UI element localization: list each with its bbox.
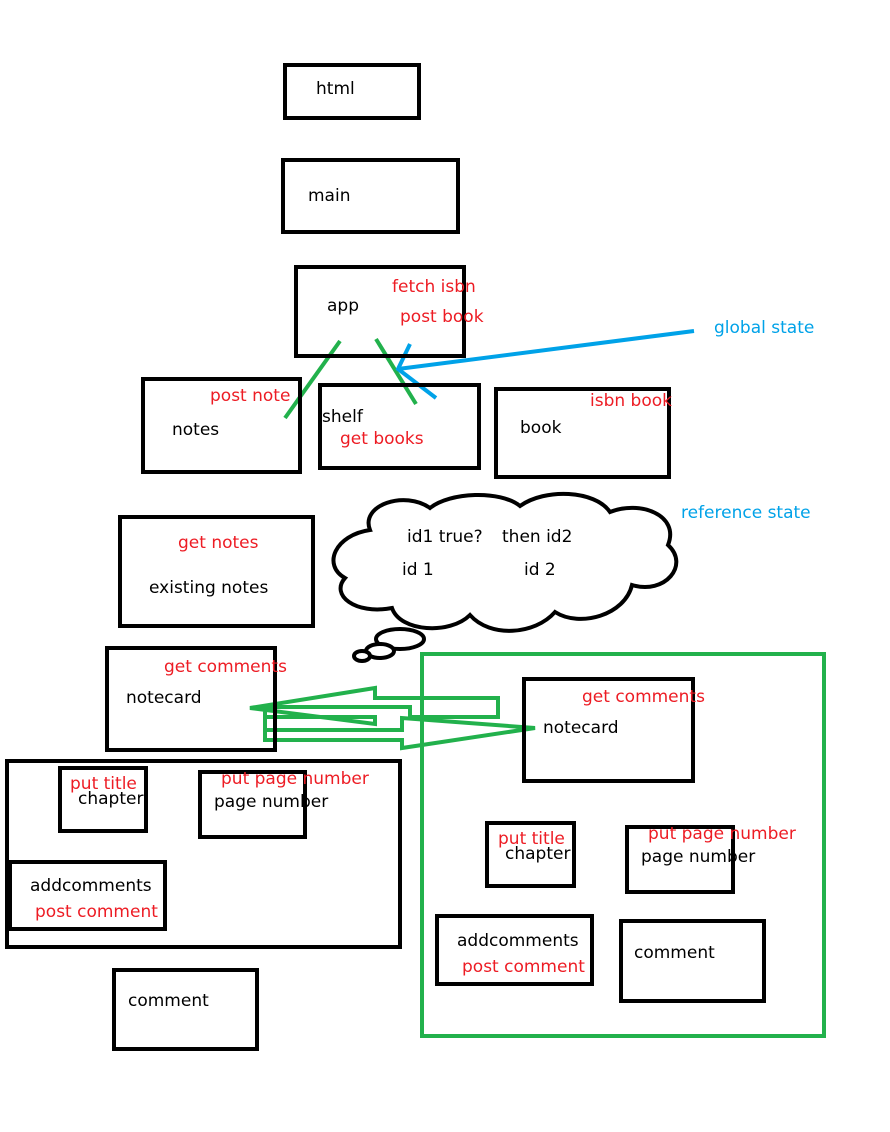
get-comments-left-annotation: get comments: [164, 657, 287, 677]
post-note-annotation: post note: [210, 386, 291, 406]
get-notes-annotation: get notes: [178, 533, 259, 553]
notecard-left-label: notecard: [126, 688, 202, 708]
book-label: book: [520, 418, 562, 438]
put-title-right-annotation: put title: [498, 829, 565, 849]
chapter-right-label: chapter: [505, 844, 571, 864]
post-comment-right-annotation: post comment: [462, 957, 585, 977]
thought-line2-a: id 1: [402, 560, 434, 580]
book-node: [494, 387, 671, 479]
notes-label: notes: [172, 420, 220, 440]
fetch-isbn-annotation: fetch isbn: [392, 277, 476, 297]
main-node: [281, 158, 460, 234]
thought-bubble-small: [352, 649, 372, 663]
html-label: html: [316, 79, 355, 99]
isbn-book-annotation: isbn book: [590, 391, 672, 411]
post-comment-left-annotation: post comment: [35, 902, 158, 922]
addcomments-left-label: addcomments: [30, 876, 152, 896]
app-node: [294, 265, 466, 358]
page-number-right-node: [625, 825, 735, 894]
thought-line2-b: id 2: [524, 560, 556, 580]
chapter-left-node: [58, 766, 148, 833]
chapter-right-node: [485, 821, 576, 888]
addcomments-left-node: [8, 860, 167, 931]
page-number-left-node: [198, 770, 307, 839]
addcomments-right-node: [435, 914, 594, 986]
app-shelf-link: [374, 337, 418, 406]
app-label: app: [327, 296, 359, 316]
notecard-double-arrow: [249, 685, 536, 751]
reference-state-label: reference state: [681, 503, 811, 523]
comment-right-node: [619, 919, 766, 1003]
thought-line1-b: then id2: [502, 527, 573, 547]
thought-line1-a: id1 true?: [407, 527, 483, 547]
shelf-node: [318, 383, 481, 470]
notes-node: [141, 377, 302, 474]
notecard-right-node: [522, 677, 695, 783]
comment-left-node: [112, 968, 259, 1051]
existing-notes-label: existing notes: [149, 578, 269, 598]
global-state-label: global state: [714, 318, 815, 338]
comment-right-label: comment: [634, 943, 715, 963]
put-page-number-right-annotation: put page number: [648, 824, 796, 844]
chapter-left-label: chapter: [78, 789, 144, 809]
get-books-annotation: get books: [340, 429, 424, 449]
notecard-left-node: [105, 646, 277, 752]
addcomments-right-label: addcomments: [457, 931, 579, 951]
global-state-arrowhead: [395, 343, 438, 400]
page-number-left-label: page number: [214, 792, 329, 812]
global-state-arrow: [397, 329, 695, 371]
notecard-left-group: [5, 759, 402, 949]
put-page-number-left-annotation: put page number: [221, 769, 369, 789]
notecard-right-label: notecard: [543, 718, 619, 738]
comment-left-label: comment: [128, 991, 209, 1011]
get-comments-right-annotation: get comments: [582, 687, 705, 707]
thought-cloud: [331, 491, 679, 633]
page-number-right-label: page number: [641, 847, 756, 867]
main-label: main: [308, 186, 351, 206]
notecard-right-group: [420, 652, 826, 1038]
existing-notes-node: [118, 515, 315, 628]
html-node: [283, 63, 421, 120]
app-notes-link: [283, 339, 342, 420]
put-title-left-annotation: put title: [70, 774, 137, 794]
post-book-annotation: post book: [400, 307, 484, 327]
shelf-label: shelf: [322, 407, 363, 427]
